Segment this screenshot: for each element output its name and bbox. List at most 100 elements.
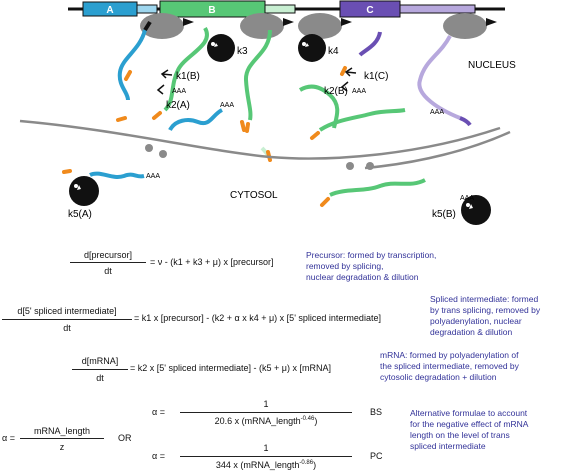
- alpha-pc-prefix: α =: [152, 451, 165, 461]
- polyA-label-1: AAA: [172, 88, 186, 95]
- alpha-bs-tag: BS: [370, 407, 383, 417]
- eq-precursor-line: [70, 262, 146, 263]
- alpha-left-line: [20, 438, 104, 439]
- gene-a-label: A: [106, 5, 113, 16]
- gene-a-intron: [136, 4, 158, 14]
- alpha-pc-num: 1: [263, 443, 269, 453]
- alpha-left-prefix: α =: [2, 433, 15, 443]
- alpha-pc-den: 344 x (mRNA_length-0.86): [180, 460, 352, 470]
- alpha-pc-close: ): [313, 460, 317, 470]
- alpha-bs-den: 20.6 x (mRNA_length-0.46): [180, 416, 352, 426]
- transcript-b-nascent-2: [243, 29, 272, 121]
- transcript-b-cytosol: [329, 178, 426, 197]
- alpha-bs-close: ): [314, 416, 318, 426]
- label-k3: k3: [237, 46, 248, 57]
- transcript-c-nascent: [358, 31, 382, 57]
- ribosome-k5b: [461, 195, 491, 225]
- eq-intermediate-den: dt: [63, 323, 71, 333]
- gene-b-label: B: [208, 5, 215, 16]
- alpha-pc-line: [180, 456, 352, 457]
- transcript-a-cytosol: [89, 171, 145, 179]
- polyA-arrow-a: [156, 84, 165, 95]
- alpha-bs-line: [180, 412, 352, 413]
- polyA-label-5: AAA: [430, 109, 444, 116]
- polymerase-1: [140, 13, 184, 39]
- transcript-b-nascent-1: [163, 26, 209, 112]
- label-k4: k4: [328, 46, 339, 57]
- note-alpha-line-3: length on the level of trans: [410, 430, 510, 440]
- cytosol-label: CYTOSOL: [230, 190, 278, 201]
- alpha-left-num: mRNA_length: [33, 426, 91, 436]
- label-k2b: k2(B): [324, 86, 348, 97]
- eq-mrna-line: [72, 369, 128, 370]
- nuclear-membrane-right: [364, 130, 511, 170]
- polymerase-4: [443, 13, 487, 39]
- note-mrna-line-2: the spliced intermediate, removed by: [380, 361, 519, 371]
- note-precursor-line-3: nuclear degradation & dilution: [306, 272, 419, 282]
- eq-intermediate-rhs: = k1 x [precursor] - (k2 + α x k4 + μ) x…: [134, 313, 381, 323]
- label-k1c: k1(C): [364, 71, 388, 82]
- eq-intermediate-num: d[5' spliced intermediate]: [17, 306, 117, 316]
- transcript-a-nascent-5prime: [143, 20, 152, 32]
- gene-c-intron: [399, 4, 476, 14]
- transcript-a-polyadenylated: [168, 108, 224, 132]
- polyA-label-2: AAA: [220, 102, 234, 109]
- gene-expression-diagram: A B C: [19, 0, 516, 225]
- eq-precursor-num: d[precursor]: [83, 250, 133, 260]
- label-k5b: k5(B): [432, 209, 456, 220]
- label-k5a: k5(A): [68, 209, 92, 220]
- alpha-bs-exp: -0.46: [300, 416, 315, 422]
- alpha-bs-prefix: α =: [152, 407, 165, 417]
- ribosome-k5a: [69, 176, 99, 206]
- transcript-b-spliced: [298, 84, 340, 129]
- polyA-arrow-b: [340, 81, 349, 92]
- nuclear-pores: [145, 144, 374, 170]
- note-precursor: Precursor: formed by transcription, remo…: [306, 250, 436, 283]
- eq-precursor-rhs: = ν - (k1 + k3 + μ) x [precursor]: [150, 257, 274, 267]
- note-mrna: mRNA: formed by polyadenylation of the s…: [380, 350, 519, 383]
- splice-arrow-b: [160, 69, 173, 79]
- label-k2a: k2(A): [166, 100, 190, 111]
- gene-b-intron: [264, 4, 296, 14]
- note-precursor-line-2: removed by splicing,: [306, 261, 384, 271]
- eq-precursor-den: dt: [104, 266, 112, 276]
- note-alpha-line-2: for the negative effect of mRNA: [410, 419, 529, 429]
- note-intermediate-line-4: degradation & dilution: [430, 327, 513, 337]
- splice-arrow-c: [344, 67, 357, 77]
- eq-intermediate-line: [2, 319, 132, 320]
- note-alpha-line-4: spliced intermediate: [410, 441, 486, 451]
- polyA-label-6: AAA: [460, 195, 474, 202]
- alpha-bs-den-text: 20.6 x (mRNA_length: [214, 416, 301, 426]
- alpha-pc-tag: PC: [370, 451, 383, 461]
- nucleus-label: NUCLEUS: [468, 60, 516, 71]
- note-intermediate-line-2: by trans splicing, removed by: [430, 305, 541, 315]
- gene-c-label: C: [366, 5, 373, 16]
- note-mrna-line-3: cytosolic degradation + dilution: [380, 372, 497, 382]
- polymerase-arrows: [183, 18, 497, 26]
- eq-mrna-num: d[mRNA]: [81, 356, 119, 366]
- ribosome-k4: [298, 34, 326, 62]
- note-intermediate-line-1: Spliced intermediate: formed: [430, 294, 539, 304]
- note-alpha: Alternative formulae to account for the …: [410, 408, 528, 452]
- polymerase-3: [298, 13, 342, 39]
- polyA-label-3: AAA: [352, 88, 366, 95]
- alpha-or: OR: [118, 433, 132, 443]
- cap-group: [62, 66, 347, 207]
- transcript-a-nascent: [117, 29, 147, 101]
- alpha-pc-den-text: 344 x (mRNA_length: [215, 460, 300, 470]
- polymerase-2: [240, 13, 284, 39]
- note-intermediate: Spliced intermediate: formed by trans sp…: [430, 294, 540, 338]
- note-intermediate-line-3: polyadenylation, nuclear: [430, 316, 522, 326]
- transcript-c-elongating-end: [459, 116, 472, 127]
- label-k1b: k1(B): [176, 71, 200, 82]
- eq-mrna-den: dt: [96, 373, 104, 383]
- note-alpha-line-1: Alternative formulae to account: [410, 408, 528, 418]
- eq-mrna-rhs: = k2 x [5' spliced intermediate] - (k5 +…: [130, 363, 331, 373]
- alpha-bs-num: 1: [263, 399, 269, 409]
- polymerase-group: [140, 13, 487, 39]
- alpha-pc-exp: -0.86: [299, 460, 314, 466]
- transcript-c-elongating: [417, 35, 461, 120]
- note-mrna-line-1: mRNA: formed by polyadenylation of: [380, 350, 519, 360]
- transcript-b-polyA-nucleus: [318, 108, 406, 132]
- ribosome-k3: [207, 34, 235, 62]
